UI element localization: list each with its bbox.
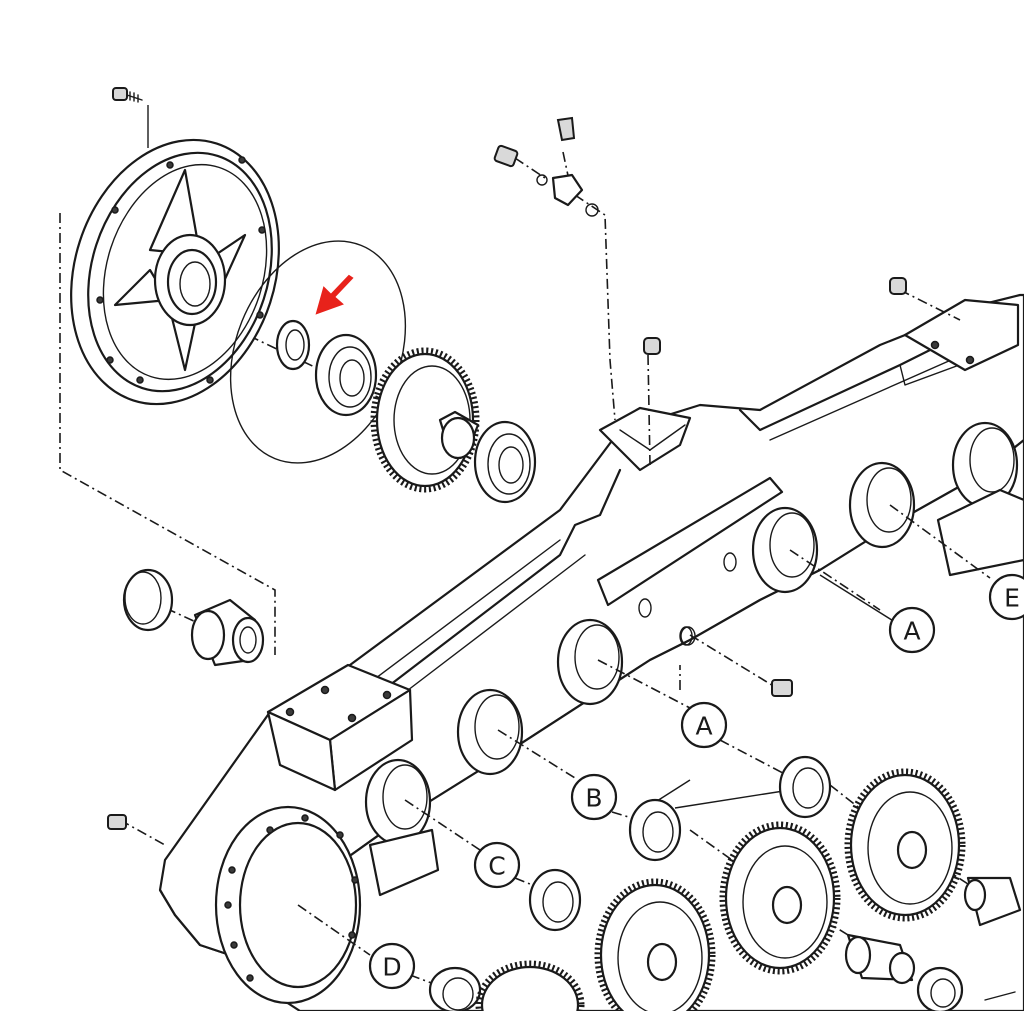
bearing-a — [778, 755, 832, 819]
needle-bushing — [190, 598, 265, 667]
end-cap — [122, 568, 174, 632]
housing-bore-c — [364, 758, 432, 846]
callout-a-upper: A — [888, 606, 936, 654]
gear-b — [719, 821, 841, 975]
gear-a — [844, 768, 966, 922]
callout-a-lower: A — [680, 701, 728, 749]
cover-screw — [112, 87, 143, 103]
housing-bore-a-upper — [751, 506, 819, 594]
fill-plug — [643, 337, 661, 355]
housing-bore-e-upper — [848, 461, 916, 549]
bearing-upper — [314, 333, 378, 417]
callout-label: B — [585, 784, 602, 813]
callout-e: E — [988, 573, 1024, 621]
bearing-e-lower — [916, 966, 1016, 1011]
callout-c: C — [473, 841, 521, 889]
callout-label: C — [488, 852, 505, 881]
housing-bore-a — [556, 618, 624, 706]
breather-fitting — [493, 116, 599, 217]
end-cover-plate — [70, 138, 280, 406]
callout-label: D — [382, 953, 401, 982]
housing-flange-d — [214, 805, 362, 1005]
gear-d — [475, 960, 585, 1011]
red-arrow-icon — [315, 274, 354, 315]
housing-bore-b — [456, 688, 524, 776]
callout-label: A — [903, 617, 920, 646]
gear-c — [594, 878, 716, 1011]
callout-d: D — [368, 942, 416, 990]
left-bolt — [107, 814, 127, 830]
drain-plug — [680, 626, 793, 697]
callout-label: E — [1004, 584, 1020, 613]
oil-seal — [275, 319, 311, 371]
shaft-b — [844, 933, 916, 985]
top-right-bolt — [889, 277, 907, 295]
bearing-b — [628, 798, 682, 862]
bearing-upper-2 — [473, 420, 537, 504]
gear-upper — [370, 347, 480, 493]
callout-label: A — [695, 712, 712, 741]
callout-b: B — [570, 773, 618, 821]
shaft-a — [963, 876, 1022, 927]
bearing-c — [528, 868, 582, 932]
bearing-d — [428, 966, 482, 1011]
